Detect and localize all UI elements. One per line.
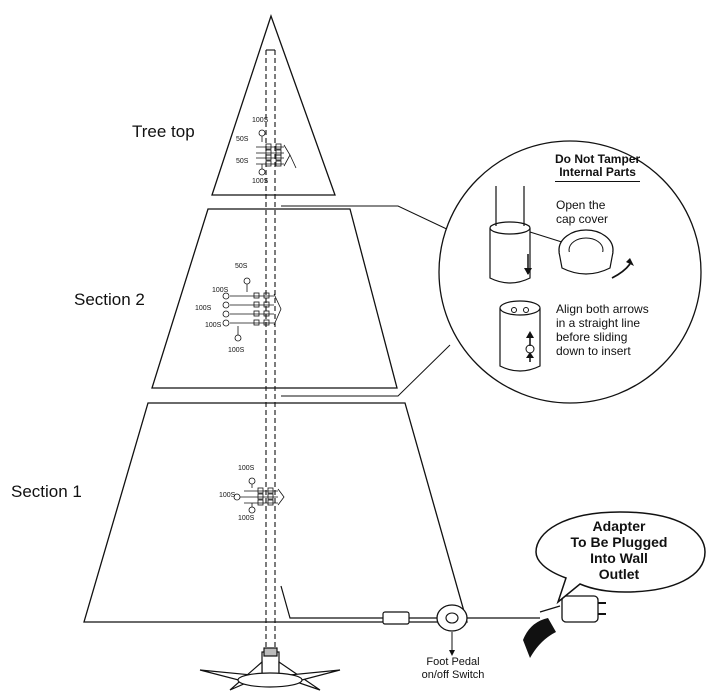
- wattage-label: 100S: [252, 117, 269, 124]
- align-arrows-instruction: Align both arrows in a straight line bef…: [556, 302, 649, 358]
- wattage-label: 50S: [235, 263, 248, 270]
- connector-detail-circle: [438, 140, 702, 404]
- wattage-label: 50S: [236, 158, 249, 165]
- do-not-tamper-warning: Do Not Tamper Internal Parts: [555, 153, 641, 182]
- tree-stand: [199, 647, 341, 691]
- adapter-speech-bubble: [535, 511, 706, 605]
- power-adapter: [523, 595, 606, 658]
- wattage-label: 100S: [238, 515, 255, 522]
- open-cap-instruction: Open the cap cover: [556, 198, 609, 226]
- foot-pedal-switch: [436, 604, 468, 656]
- wiring-tree-top: [256, 129, 297, 176]
- wiring-section-2: [222, 277, 282, 342]
- wattage-label: 100S: [195, 305, 212, 312]
- wattage-label: 100S: [228, 347, 245, 354]
- wattage-label: 100S: [252, 178, 269, 185]
- power-cord: [280, 585, 561, 625]
- wattage-label: 100S: [238, 465, 255, 472]
- wattage-label: 100S: [212, 287, 229, 294]
- tree-top-section: [211, 13, 336, 196]
- section-1-label: Section 1: [11, 482, 82, 501]
- section-2-label: Section 2: [74, 290, 145, 309]
- wattage-label: 100S: [205, 322, 222, 329]
- wattage-label: 100S: [219, 492, 236, 499]
- tree-top-label: Tree top: [132, 122, 195, 141]
- adapter-instruction: Adapter To Be Plugged Into Wall Outlet: [570, 518, 668, 582]
- wiring-section-1: [233, 477, 285, 514]
- foot-pedal-label: Foot Pedal on/off Switch: [421, 656, 485, 681]
- wattage-label: 50S: [236, 136, 249, 143]
